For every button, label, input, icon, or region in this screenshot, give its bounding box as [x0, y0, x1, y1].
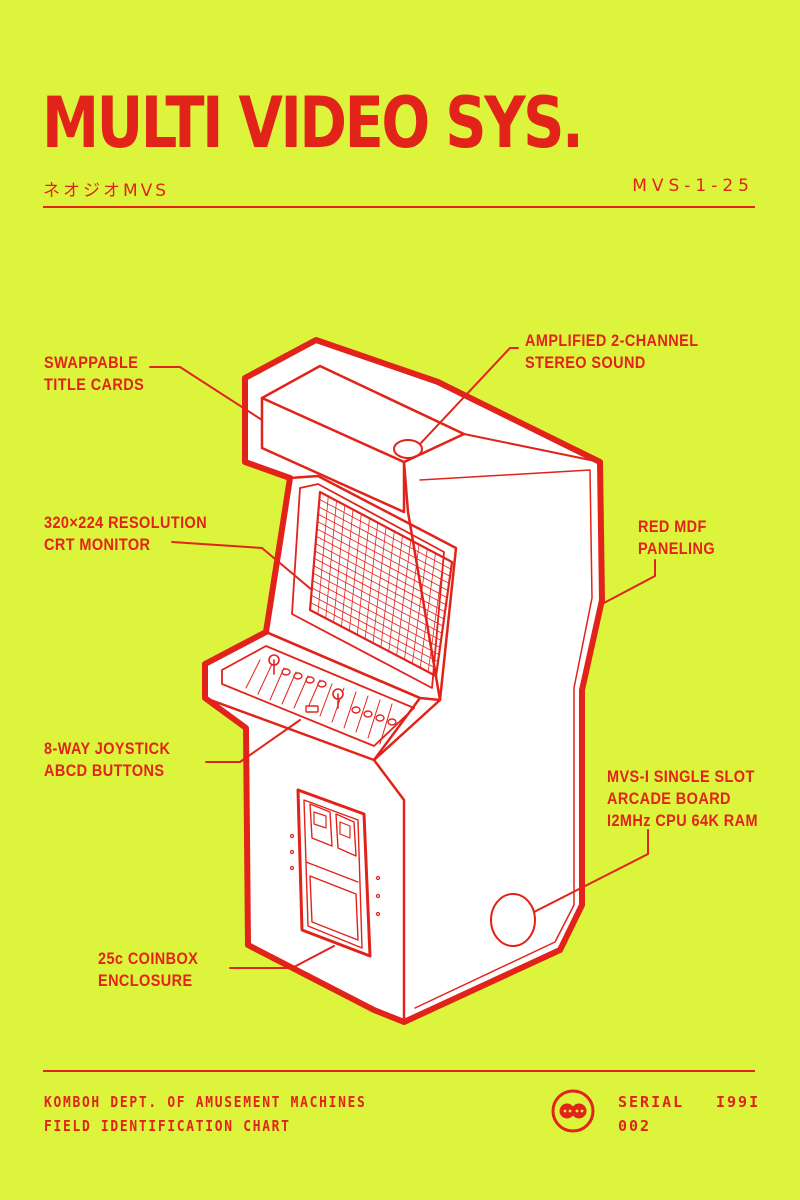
crt-grid-line: [396, 539, 412, 656]
crt-grid-line: [312, 572, 442, 641]
buttons-icon: [281, 668, 397, 726]
crt-grid-line: [427, 557, 445, 673]
crt-grid-line: [314, 550, 445, 620]
komboh-logo-icon: [551, 1089, 595, 1133]
footer-rule: [43, 1070, 755, 1072]
callout-title-cards: SWAPPABLE TITLE CARDS: [44, 353, 145, 394]
control-panel: [203, 630, 422, 762]
crt-grid-line: [411, 548, 428, 665]
crt-grid-line: [310, 594, 439, 663]
board-vent-icon: [490, 893, 536, 947]
joystick-icon: [268, 654, 344, 709]
callout-paneling: RED MDF PANELING: [638, 517, 715, 558]
crt-grid-line: [313, 557, 444, 627]
callout-crt-monitor: 320×224 RESOLUTION CRT MONITOR: [44, 513, 208, 554]
crt-monitor: [264, 474, 458, 702]
callout-leaders: [149, 347, 656, 969]
crt-grid-line: [388, 535, 403, 652]
serial-number: 002: [618, 1117, 652, 1135]
callout-joystick: 8-WAY JOYSTICK ABCD BUTTONS: [44, 739, 171, 780]
crt-grid-line: [419, 552, 436, 669]
crt-grid-line: [404, 544, 420, 660]
serial-label: SERIAL: [618, 1093, 685, 1111]
speaker-icon: [393, 439, 423, 459]
page-title: MULTI VIDEO SYS.: [42, 82, 584, 164]
crt-grid-line: [313, 565, 443, 634]
callout-board: MVS-I SINGLE SLOT ARCADE BOARD I2MHz CPU…: [607, 767, 758, 830]
japanese-subtitle: ネオジオMVS: [43, 181, 170, 201]
model-code: MVS-1-25: [632, 176, 754, 196]
coinbox-enclosure: [289, 788, 381, 958]
serial-block: SERIAL 002: [618, 1090, 684, 1138]
callout-coinbox: 25c COINBOX ENCLOSURE: [98, 949, 199, 990]
year: I99I: [716, 1093, 761, 1111]
crt-grid-line: [310, 602, 438, 670]
footer-department: KOMBOH DEPT. OF AMUSEMENT MACHINES FIELD…: [44, 1093, 367, 1135]
crt-grid-line: [311, 587, 440, 656]
crt-grid-line: [312, 580, 441, 648]
crt-grid-line: [380, 530, 395, 648]
callout-sound: AMPLIFIED 2-CHANNEL STEREO SOUND: [525, 331, 699, 372]
header-rule: [43, 206, 755, 208]
